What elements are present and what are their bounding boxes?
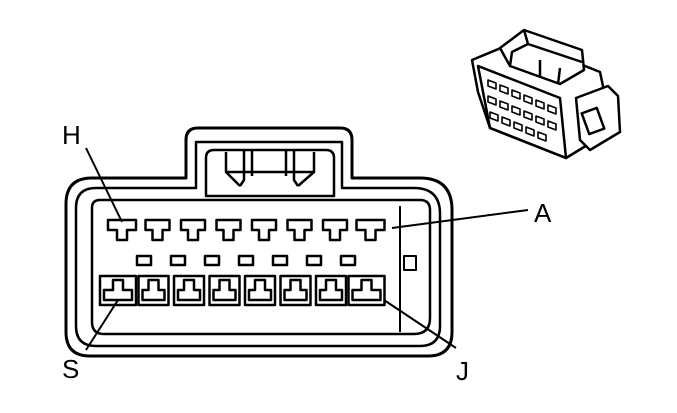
terminal-cavity-top bbox=[355, 218, 386, 242]
top-row-terminals bbox=[106, 218, 386, 242]
terminal-cavity-top bbox=[250, 218, 278, 242]
connector-isometric-view bbox=[470, 28, 622, 160]
terminal-cavity-bottom-frame bbox=[98, 274, 138, 307]
terminal-cavity-top bbox=[321, 218, 349, 242]
terminal-cavity-top bbox=[144, 218, 171, 242]
center-slot bbox=[271, 254, 289, 267]
cavity-frame bbox=[90, 198, 432, 336]
housing-inner-outline bbox=[74, 140, 442, 348]
leader-line-h bbox=[85, 147, 123, 223]
center-slot bbox=[203, 254, 221, 267]
bottom-row-terminals bbox=[98, 274, 386, 307]
terminal-cavity-top bbox=[286, 218, 313, 242]
connector-face-view bbox=[64, 126, 454, 358]
terminal-cavity-bottom bbox=[318, 278, 344, 302]
terminal-cavity-bottom-frame bbox=[243, 274, 277, 307]
middle-slots bbox=[135, 254, 357, 267]
terminal-cavity-bottom bbox=[141, 278, 166, 302]
terminal-cavity-bottom bbox=[212, 278, 237, 302]
center-slot bbox=[339, 254, 357, 267]
terminal-cavity-bottom-frame bbox=[347, 274, 386, 307]
leader-line-a bbox=[391, 209, 529, 229]
center-slot bbox=[135, 254, 153, 267]
terminal-cavity-bottom-frame bbox=[314, 274, 348, 307]
pin-label-h: H bbox=[62, 120, 81, 150]
pin-label-j: J bbox=[456, 356, 469, 386]
terminal-cavity-bottom bbox=[102, 278, 134, 302]
terminal-cavity-bottom bbox=[283, 278, 308, 302]
center-slot bbox=[305, 254, 323, 267]
pin-label-s: S bbox=[62, 354, 79, 384]
terminal-cavity-top bbox=[179, 218, 207, 242]
terminal-cavity-bottom-frame bbox=[137, 274, 170, 307]
leader-lines bbox=[85, 147, 529, 351]
terminal-cavity-bottom bbox=[247, 278, 273, 302]
terminal-cavity-top bbox=[106, 218, 138, 242]
terminal-cavity-top bbox=[215, 218, 242, 242]
center-slot bbox=[237, 254, 255, 267]
terminal-cavity-bottom bbox=[176, 278, 202, 302]
terminal-cavity-bottom bbox=[351, 278, 382, 302]
terminal-cavity-bottom-frame bbox=[279, 274, 312, 307]
pin-label-a: A bbox=[534, 198, 552, 228]
right-rail-key bbox=[403, 255, 417, 271]
center-slot bbox=[169, 254, 187, 267]
locking-latch bbox=[204, 148, 336, 198]
leader-line-j bbox=[383, 299, 457, 349]
leader-line-s bbox=[85, 299, 119, 351]
housing-outer-outline bbox=[64, 126, 454, 358]
terminal-cavity-bottom-frame bbox=[172, 274, 206, 307]
terminal-cavity-bottom-frame bbox=[208, 274, 241, 307]
